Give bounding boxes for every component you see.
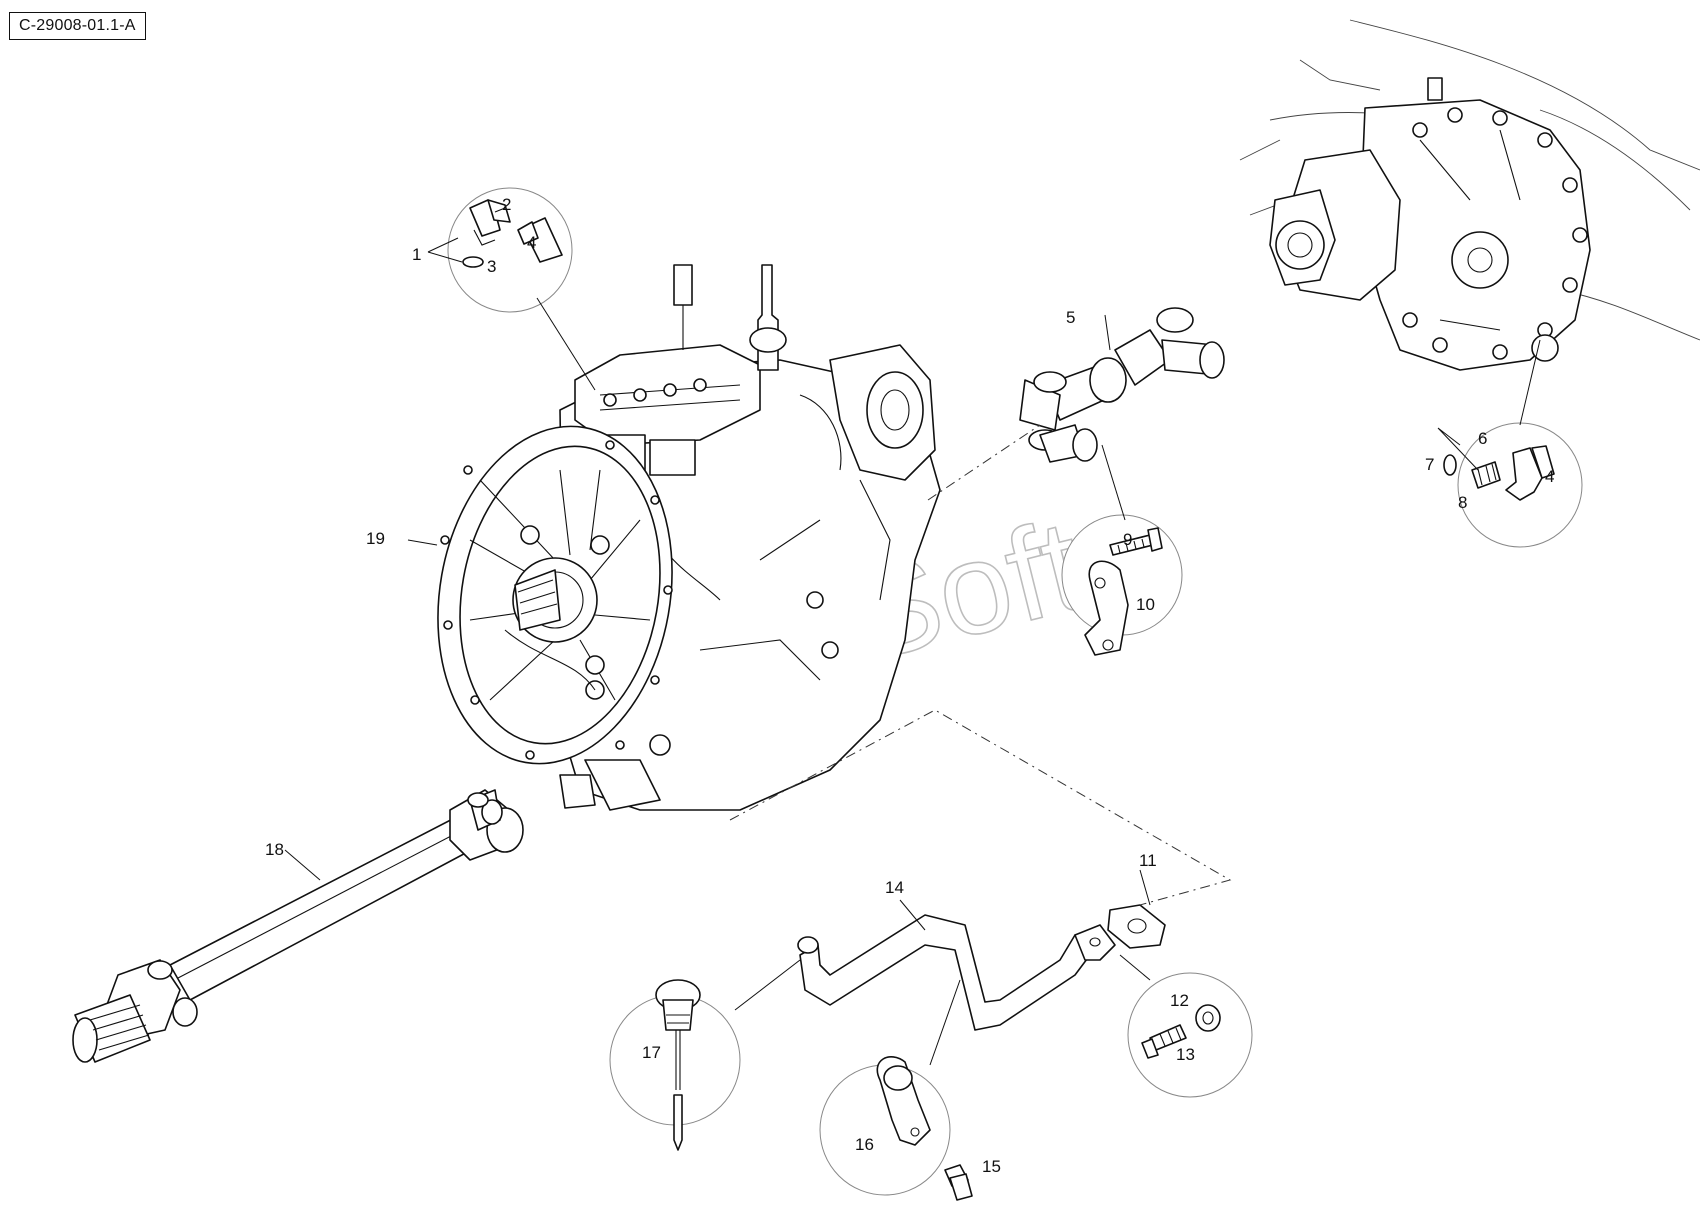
callout-10: 10 <box>1136 595 1155 614</box>
callout-4-left: 4 <box>527 233 536 252</box>
callout-5: 5 <box>1066 308 1075 327</box>
tube-14 <box>797 904 1166 1031</box>
callout-2: 2 <box>502 195 511 214</box>
callout-16: 16 <box>855 1135 874 1154</box>
callout-18: 18 <box>265 840 284 859</box>
callout-14: 14 <box>885 878 904 897</box>
clip-bolt-15-16 <box>819 1056 973 1201</box>
drive-shaft-18 <box>72 789 524 1063</box>
leader-lines <box>284 207 1541 1066</box>
bolt-washer-12-13 <box>1127 972 1253 1098</box>
callout-3: 3 <box>487 257 496 276</box>
fitting-detail-6-8 <box>1443 422 1583 548</box>
clamp-assembly-9-10 <box>1061 514 1183 656</box>
callout-9: 9 <box>1123 530 1132 549</box>
callout-11: 11 <box>1139 851 1157 870</box>
universal-joint-5 <box>1019 307 1225 463</box>
callout-19: 19 <box>366 529 385 548</box>
callout-13: 13 <box>1176 1045 1195 1064</box>
callout-labels: 1 2 3 4 4 5 6 7 8 9 10 11 12 13 14 15 16… <box>265 195 1554 1176</box>
callout-12: 12 <box>1170 991 1189 1010</box>
callout-15: 15 <box>982 1157 1001 1176</box>
callout-17: 17 <box>642 1043 661 1062</box>
callout-8: 8 <box>1458 493 1467 512</box>
callout-7: 7 <box>1425 455 1434 474</box>
dipstick-17 <box>609 979 741 1151</box>
fitting-detail-1-4 <box>447 187 573 313</box>
rear-axle-housing <box>1239 19 1700 371</box>
callout-1: 1 <box>412 245 421 264</box>
transmission-assembly <box>437 264 941 811</box>
diagram-reference-code: C-29008-01.1-A <box>9 12 146 40</box>
callout-4-right: 4 <box>1545 467 1554 486</box>
callout-6: 6 <box>1478 429 1487 448</box>
